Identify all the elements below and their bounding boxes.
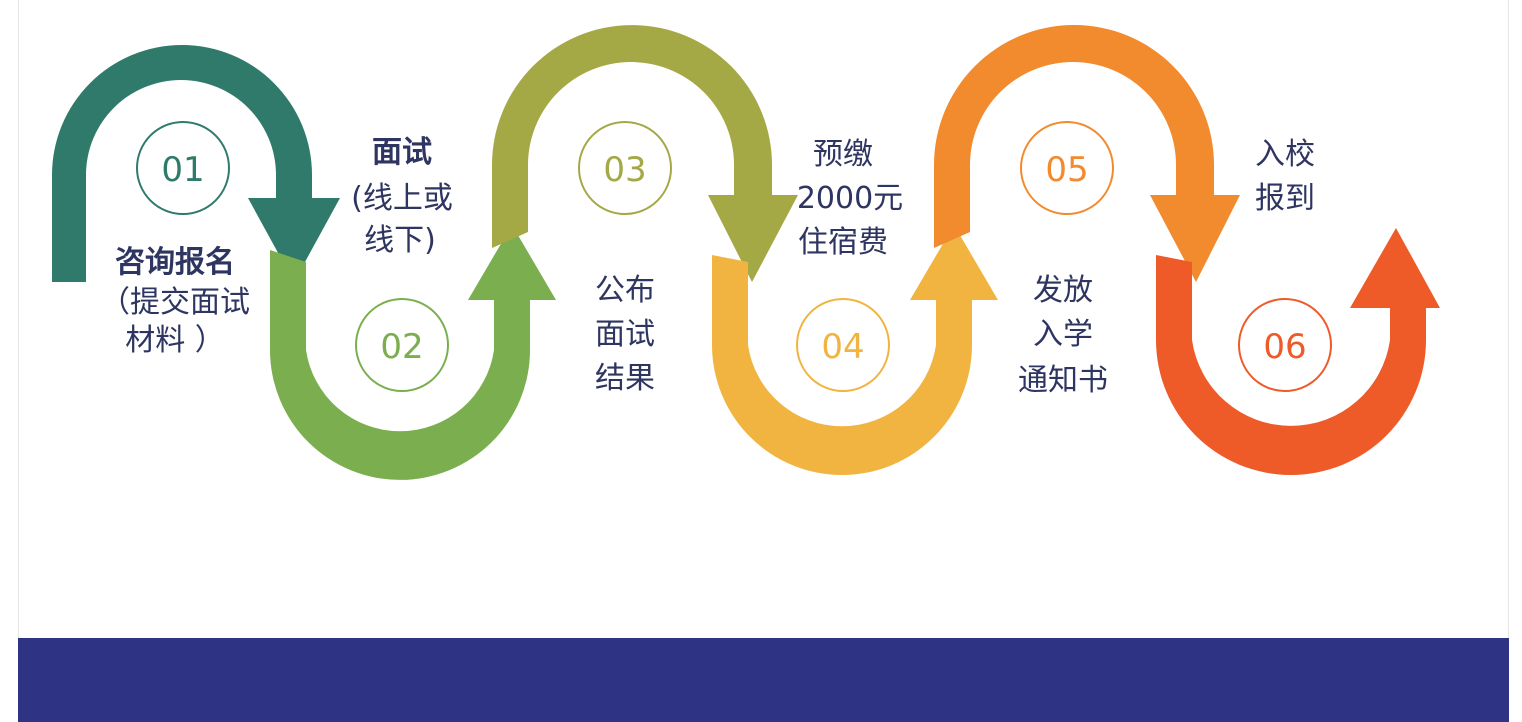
step-05-label: 发放 入学 通知书 — [1018, 273, 1108, 398]
step-03-arch — [492, 25, 798, 283]
step-06-number: 06 — [1263, 327, 1306, 367]
step-04-line-2: 2000元 — [797, 181, 903, 216]
step-01-title: 咨询报名 — [115, 245, 235, 280]
step-03-badge: 03 — [578, 121, 672, 215]
step-06-line-2: 报到 — [1255, 181, 1315, 216]
step-01-number: 01 — [161, 150, 204, 190]
step-04-number: 04 — [821, 327, 864, 367]
step-05-number: 05 — [1045, 150, 1088, 190]
step-02-u-curve — [270, 225, 556, 480]
step-01-arch — [52, 45, 340, 282]
step-05-line-3: 通知书 — [1018, 363, 1108, 398]
step-03-number: 03 — [603, 150, 646, 190]
step-01-line-2: （提交面试 — [100, 285, 250, 320]
step-03-line-2: 面试 — [595, 317, 655, 352]
step-04-badge: 04 — [796, 298, 890, 392]
footer-band — [18, 638, 1509, 722]
step-02-number: 02 — [380, 327, 423, 367]
step-06-u-curve — [1156, 228, 1440, 475]
step-06-label: 入校 报到 — [1255, 137, 1315, 216]
step-03-label: 公布 面试 结果 — [595, 273, 655, 396]
step-04-u-curve — [712, 225, 998, 475]
step-02-line-2: (线上或 — [351, 181, 453, 216]
step-02-line-3: 线下) — [364, 223, 436, 258]
step-02-badge: 02 — [355, 298, 449, 392]
step-01-badge: 01 — [136, 121, 230, 215]
step-05-arch — [934, 25, 1240, 282]
step-04-label: 预缴 2000元 住宿费 — [797, 137, 903, 260]
step-02-label: 面试 (线上或 线下) — [351, 135, 453, 258]
step-05-line-1: 发放 — [1033, 273, 1093, 308]
step-06-line-1: 入校 — [1255, 137, 1315, 172]
step-03-line-1: 公布 — [595, 273, 655, 308]
step-04-line-3: 住宿费 — [798, 225, 888, 260]
step-05-badge: 05 — [1020, 121, 1114, 215]
step-05-line-2: 入学 — [1033, 317, 1093, 352]
frame-left-margin — [0, 0, 19, 722]
frame-right-margin — [1508, 0, 1522, 722]
step-03-line-3: 结果 — [595, 361, 655, 396]
step-06-badge: 06 — [1238, 298, 1332, 392]
step-02-title: 面试 — [372, 135, 432, 170]
step-01-line-3: 材料 ） — [125, 323, 225, 358]
step-01-label: 咨询报名 （提交面试 材料 ） — [100, 245, 250, 358]
step-04-line-1: 预缴 — [813, 137, 873, 172]
